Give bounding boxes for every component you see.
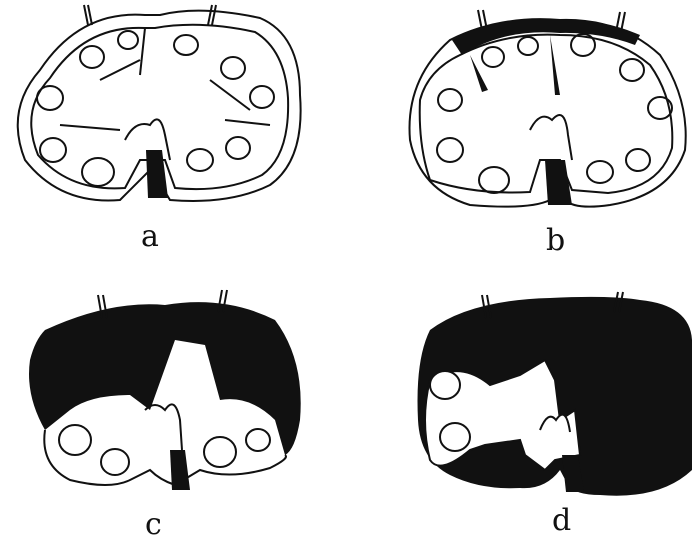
panel-a-label: a bbox=[141, 222, 159, 252]
panel-d-label: d bbox=[552, 506, 571, 536]
panel-c-label: c bbox=[145, 510, 162, 540]
panel-b-label: b bbox=[546, 226, 565, 256]
panel-c-fissure bbox=[170, 450, 190, 490]
panel-b-dark-rim bbox=[452, 19, 640, 95]
panel-a-fissure bbox=[146, 150, 168, 198]
panel-b-fissure bbox=[545, 160, 572, 205]
panel-c-dark-region bbox=[29, 302, 301, 455]
